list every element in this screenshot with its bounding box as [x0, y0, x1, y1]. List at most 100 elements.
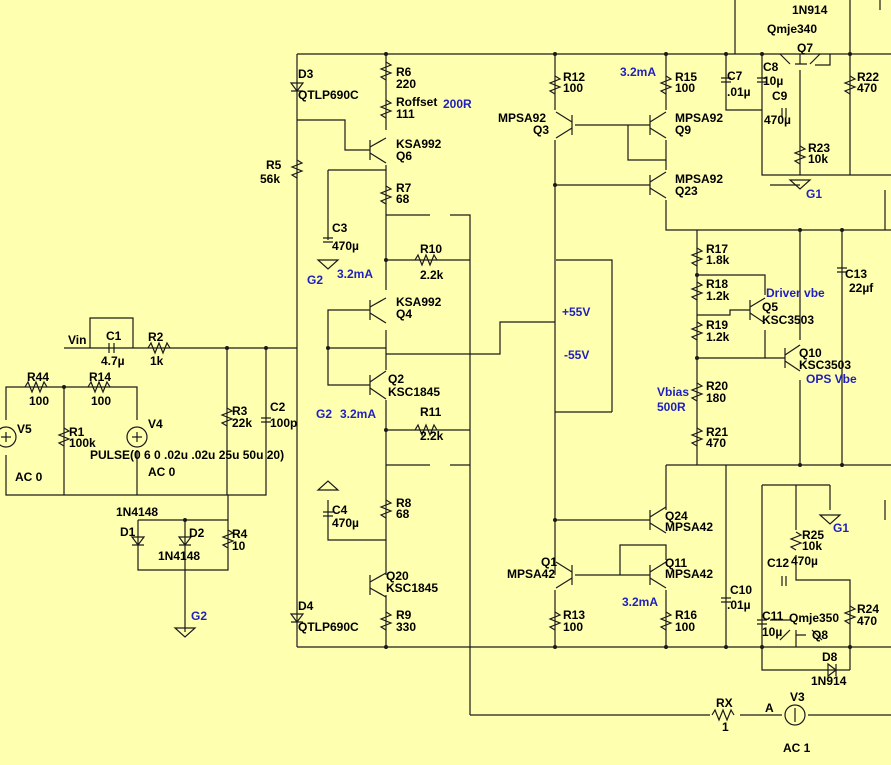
label-d4m: QTLP690C	[298, 620, 359, 634]
label-v4: V4	[148, 417, 163, 431]
resistor-r18	[690, 281, 704, 301]
capacitor-c3	[323, 237, 333, 243]
label-r18: R18	[706, 277, 728, 291]
capacitor-c7	[721, 77, 731, 83]
label-r9: R9	[396, 608, 412, 622]
label-cur4: 3.2mA	[622, 595, 658, 609]
label-ac1: AC 1	[783, 741, 811, 755]
label-c12v: 470µ	[791, 554, 818, 568]
label-q11: Q11	[665, 556, 687, 570]
label-d3: D3	[298, 67, 314, 81]
label-r6v: 220	[396, 77, 416, 91]
label-r4: R4	[232, 527, 248, 541]
label-r3: R3	[232, 404, 248, 418]
diode-d2	[177, 536, 193, 546]
resistor-r22	[843, 75, 857, 95]
label-r1v: 100k	[69, 436, 96, 450]
capacitor-c2	[261, 417, 271, 423]
label-c9: C9	[772, 89, 788, 103]
label-r19: R19	[706, 318, 728, 332]
label-g2a: G2	[307, 273, 323, 287]
label-q4: Q4	[396, 307, 412, 321]
capacitor-c4	[323, 511, 333, 517]
label-r13: R13	[563, 608, 585, 622]
label-r44: R44	[27, 370, 49, 384]
label-r24: R24	[857, 602, 879, 616]
label-r16: R16	[675, 608, 697, 622]
label-r8v: 68	[396, 507, 410, 521]
label-r25: R25	[802, 528, 824, 542]
label-r10v: 2.2k	[420, 268, 444, 282]
label-q5: Q5	[762, 300, 778, 314]
label-q7m: Qmje340	[767, 22, 817, 36]
resistor-r16	[659, 611, 673, 631]
label-d1: D1	[120, 525, 136, 539]
label-r22: R22	[857, 70, 879, 84]
resistor-r9	[379, 611, 393, 631]
resistor-r7	[379, 185, 393, 205]
ground-g2-mid	[316, 480, 340, 491]
label-r24v: 470	[857, 614, 877, 628]
resistor-r11	[414, 423, 438, 437]
label-r3v: 22k	[232, 416, 252, 430]
label-c7v: .01µ	[727, 85, 751, 99]
label-c11v: 10µ	[762, 625, 782, 639]
resistor-r44	[24, 380, 48, 394]
label-r6: R6	[396, 65, 412, 79]
transistor-q9	[649, 111, 667, 139]
label-c7: C7	[727, 69, 743, 83]
capacitor-c11	[757, 619, 767, 625]
label-r7v: 68	[396, 192, 410, 206]
label-d14148b: 1N4148	[158, 549, 200, 563]
label-ksa992a: KSA992	[396, 137, 442, 151]
label-q9: Q9	[675, 123, 691, 137]
resistor-r2	[147, 341, 171, 355]
resistor-r4	[221, 529, 235, 549]
label-r9v: 330	[396, 620, 416, 634]
transistor-q7	[779, 53, 821, 65]
label-c1v: 4.7µ	[101, 354, 125, 368]
label-r17: R17	[706, 242, 728, 256]
transistor-q8	[779, 629, 823, 641]
label-d3m: QTLP690C	[298, 88, 359, 102]
label-cur2: 3.2mA	[337, 267, 373, 281]
label-r13v: 100	[563, 620, 583, 634]
diode-d8	[827, 662, 837, 678]
label-r23: R23	[808, 141, 830, 155]
label-p55: +55V	[562, 305, 590, 319]
transistor-q6	[369, 137, 387, 164]
label-d4: D4	[298, 599, 314, 613]
transistor-q1	[555, 561, 573, 589]
resistor-r20	[690, 382, 704, 402]
label-mpsa92a: MPSA92	[498, 111, 546, 125]
label-r21: R21	[706, 425, 728, 439]
label-q8: Q8	[812, 628, 828, 642]
label-c8: C8	[763, 60, 779, 74]
label-c2v: 100p	[270, 416, 297, 430]
ground-g2-top	[316, 259, 340, 270]
capacitor-c1	[108, 343, 115, 353]
wires	[5, 0, 891, 716]
label-r14v: 100	[91, 394, 111, 408]
label-r17v: 1.8k	[706, 253, 730, 267]
label-r21v: 470	[706, 436, 726, 450]
label-d14148a: 1N4148	[116, 505, 158, 519]
resistor-r10	[414, 253, 438, 267]
source-v3	[784, 704, 806, 726]
label-c11: C11	[762, 609, 784, 623]
resistor-rx	[711, 708, 735, 722]
label-r15: R15	[675, 70, 697, 84]
label-mpsa92b: MPSA92	[675, 111, 723, 125]
label-v5: V5	[17, 422, 32, 436]
ground-g1-bottom	[818, 514, 842, 525]
label-r16v: 100	[675, 620, 695, 634]
label-r18v: 1.2k	[706, 289, 730, 303]
diode-d4	[289, 613, 305, 623]
transistor-q5	[749, 297, 766, 324]
label-r44v: 100	[29, 394, 49, 408]
label-r5: R5	[266, 158, 282, 172]
resistor-r13	[548, 611, 562, 631]
label-v3: V3	[790, 690, 805, 704]
